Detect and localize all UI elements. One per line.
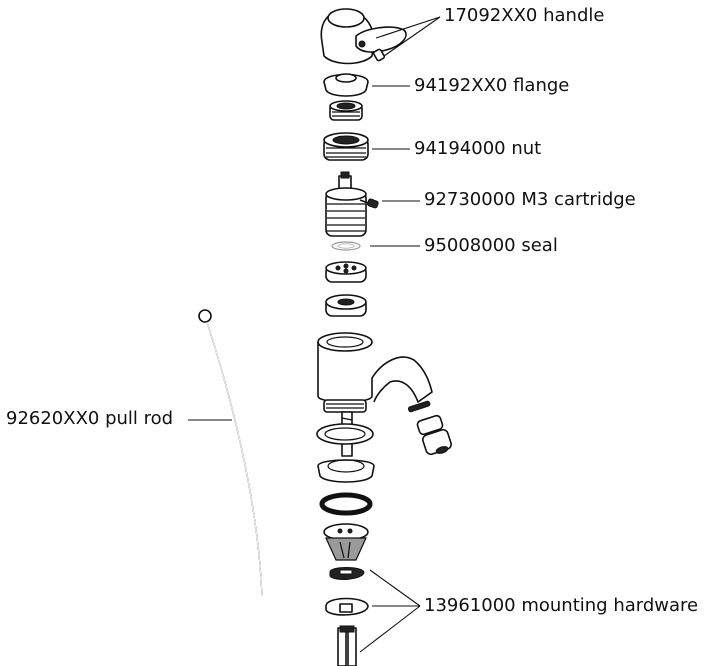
cartridge-label: 92730000 M3 cartridge — [424, 189, 636, 210]
aerator-part — [407, 400, 452, 456]
pull-rod-label: 92620XX0 pull rod — [6, 408, 174, 429]
mounting-bracket-part — [323, 523, 369, 561]
cartridge-part — [325, 171, 379, 237]
seal-label: 95008000 seal — [424, 235, 558, 256]
bonnet-ring-part — [329, 100, 363, 121]
dark-washer-part — [319, 492, 373, 516]
faucet-body-part — [317, 332, 433, 413]
mounting-post-part — [337, 625, 357, 666]
flange-part — [323, 73, 369, 97]
handle-label: 17092XX0 handle — [444, 5, 605, 26]
seal-part — [331, 241, 361, 251]
leader-lines — [188, 16, 441, 653]
port-disc-part — [325, 261, 367, 283]
nut-label: 94194000 nut — [414, 138, 542, 159]
flange-label: 94192XX0 flange — [414, 75, 570, 96]
gasket-ring-part — [316, 423, 374, 445]
handle-part — [320, 8, 407, 65]
base-plate-part — [317, 459, 375, 483]
nut-part — [323, 132, 369, 161]
mounting-hardware-label: 13961000 mounting hardware — [424, 595, 699, 616]
horseshoe-washer-part — [325, 567, 369, 616]
pull-rod-part — [198, 309, 263, 597]
base-disc-part — [325, 294, 367, 317]
